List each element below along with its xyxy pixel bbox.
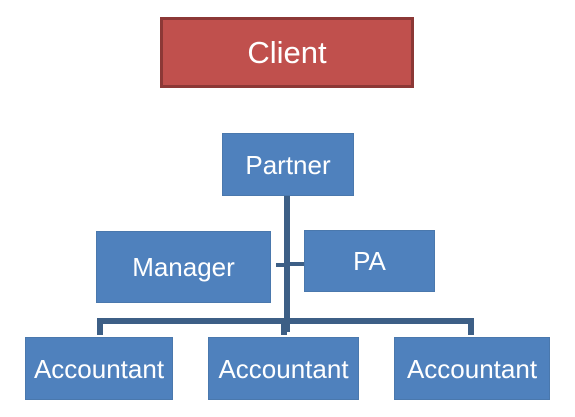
manager-label: Manager — [132, 252, 235, 282]
accountant-node-3: Accountant — [394, 337, 550, 400]
partner-node: Partner — [222, 133, 354, 196]
accountant-label-3: Accountant — [406, 353, 538, 384]
partner-to-staff-connector — [284, 196, 290, 332]
client-node: Client — [160, 17, 414, 88]
manager-connector — [276, 263, 286, 267]
client-label: Client — [247, 35, 327, 70]
manager-node: Manager — [96, 231, 271, 303]
accountant-1-drop-connector — [97, 318, 103, 335]
accountant-node-1: Accountant — [25, 337, 173, 400]
accountant-node-2: Accountant — [208, 337, 359, 400]
partner-label: Partner — [245, 149, 331, 180]
accountant-2-drop-connector — [281, 318, 287, 335]
accountant-label-1: Accountant — [33, 353, 165, 384]
pa-connector — [289, 262, 304, 266]
pa-label: PA — [353, 246, 386, 276]
accountant-label-2: Accountant — [218, 353, 349, 384]
accountant-3-drop-connector — [468, 318, 474, 335]
pa-node: PA — [304, 230, 435, 292]
